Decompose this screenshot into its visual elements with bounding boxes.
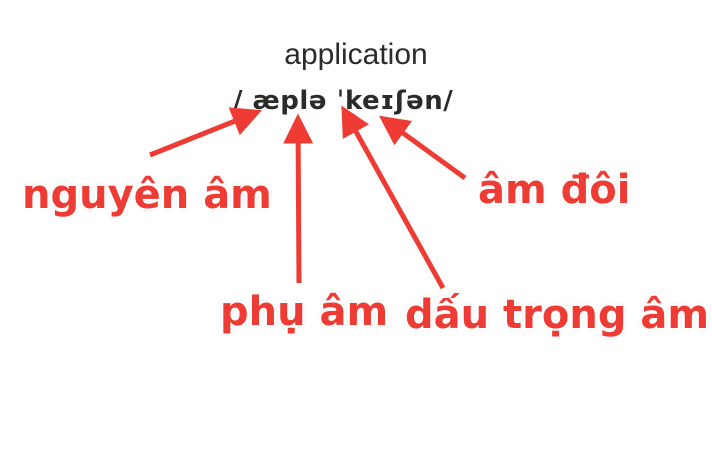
label-vowel: nguyên âm [22,172,272,218]
arrow-to-stress-mark [341,105,446,290]
headword: application [284,38,428,71]
arrow-to-consonant [283,113,314,284]
arrow-to-vowel [149,107,262,158]
arrow-to-diphthong [378,115,467,181]
label-diphthong: âm đôi [478,167,631,213]
label-consonant: phụ âm [220,289,389,335]
label-stress-mark: dấu trọng âm [405,292,710,338]
